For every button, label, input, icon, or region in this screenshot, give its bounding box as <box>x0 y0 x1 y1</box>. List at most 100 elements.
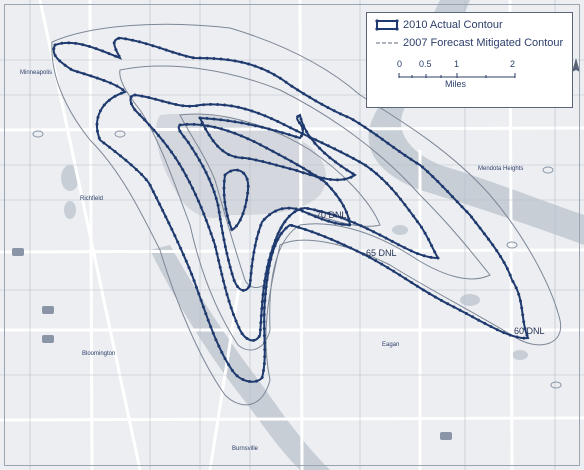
contour-vertex-marker <box>216 203 220 207</box>
contour-vertex-marker <box>137 40 141 44</box>
contour-vertex-marker <box>264 292 267 296</box>
contour-vertex-marker <box>301 166 305 170</box>
contour-vertex-marker <box>421 288 425 292</box>
contour-vertex-marker <box>502 331 506 335</box>
contour-vertex-marker <box>329 187 333 191</box>
contour-vertex-marker <box>495 328 499 332</box>
contour-vertex-marker <box>340 216 344 220</box>
contour-vertex-marker <box>278 76 282 80</box>
contour-vertex-marker <box>403 203 407 207</box>
contour-vertex-marker <box>114 48 118 52</box>
contour-vertex-marker <box>177 162 181 166</box>
contour-vertex-marker <box>178 123 182 127</box>
contour-vertex-marker <box>397 149 401 153</box>
contour-vertex-marker <box>248 380 252 383</box>
label-eagan: Eagan <box>382 342 399 348</box>
contour-vertex-marker <box>279 226 283 230</box>
contour-vertex-marker <box>307 212 311 216</box>
label-burnsville: Burnsville <box>232 446 259 452</box>
contour-vertex-marker <box>119 154 122 158</box>
contour-vertex-marker <box>253 64 257 68</box>
scale-tick-1: 1 <box>454 59 460 69</box>
minnesota-river <box>150 245 330 470</box>
contour-vertex-marker <box>487 237 490 241</box>
contour-vertex-marker <box>340 222 344 226</box>
contour-vertex-marker <box>95 76 99 80</box>
contour-vertex-marker <box>202 212 206 216</box>
contour-vertex-marker <box>276 237 280 241</box>
contour-vertex-marker <box>194 152 198 156</box>
contour-vertex-marker <box>223 173 227 177</box>
contour-vertex-marker <box>129 163 133 167</box>
contour-vertex-marker <box>345 210 348 214</box>
contour-vertex-marker <box>483 321 487 325</box>
contour-vertex-marker <box>114 54 118 58</box>
contour-vertex-marker <box>264 272 268 276</box>
contour-vertex-marker <box>140 94 144 98</box>
contour-vertex-marker <box>212 57 216 60</box>
contour-vertex-marker <box>261 160 265 163</box>
label-bloomington: Bloomington <box>82 351 115 357</box>
shield-62 <box>32 130 44 138</box>
contour-vertex-marker <box>192 279 196 283</box>
contour-vertex-marker <box>222 179 226 183</box>
contour-vertex-marker <box>369 129 373 133</box>
contour-vertex-marker <box>250 109 254 113</box>
contour-vertex-marker <box>108 145 111 149</box>
contour-vertex-marker <box>450 195 454 199</box>
contour-vertex-marker <box>326 211 330 215</box>
contour-vertex-marker <box>235 374 239 378</box>
contour-vertex-marker <box>186 140 190 144</box>
contour-vertex-marker <box>178 129 182 133</box>
contour-vertex-marker <box>339 150 343 154</box>
contour-vertex-marker <box>317 232 320 236</box>
contour-vertex-marker <box>323 151 327 155</box>
contour-vertex-marker <box>333 147 337 151</box>
contour-vertex-marker <box>101 49 105 53</box>
contour-vertex-marker <box>218 217 222 221</box>
contour-vertex-marker <box>259 321 263 325</box>
contour-vertex-marker <box>431 175 435 179</box>
contour-vertex-marker <box>74 41 78 45</box>
contour-vertex-marker <box>247 122 251 126</box>
contour-vertex-marker <box>242 171 246 175</box>
contour-vertex-marker <box>115 84 119 88</box>
legend-actual-row: 2010 Actual Contour <box>375 19 503 31</box>
contour-vertex-marker <box>58 59 62 63</box>
contour-vertex-marker <box>280 231 283 235</box>
shield-494b <box>42 335 54 343</box>
contour-vertex-marker <box>233 155 237 159</box>
contour-vertex-marker <box>206 124 210 128</box>
contour-vertex-marker <box>112 41 116 45</box>
contour-vertex-marker <box>394 192 398 196</box>
contour-vertex-marker <box>181 104 185 108</box>
contour-vertex-marker <box>96 115 100 119</box>
place-labels: Minneapolis Richfield Bloomington Eagan … <box>20 70 523 452</box>
contour-vertex-marker <box>157 134 160 137</box>
contour-vertex-marker <box>415 284 419 288</box>
contour-vertex-marker <box>336 240 340 244</box>
contour-vertex-marker <box>390 187 394 190</box>
contour-vertex-marker <box>410 281 413 284</box>
contour-vertex-marker <box>263 348 267 352</box>
contour-vertex-marker <box>262 327 266 331</box>
contour-vertex-marker <box>211 238 215 242</box>
contour-vertex-marker <box>204 127 208 131</box>
contour-vertex-marker <box>207 177 211 181</box>
contour-vertex-marker <box>521 313 525 317</box>
north-arrow-icon <box>572 58 580 72</box>
contour-vertex-marker <box>227 299 231 303</box>
contour-vertex-marker <box>207 133 211 137</box>
shield-35w <box>12 248 24 256</box>
contour-vertex-marker <box>204 218 208 222</box>
scale-unit-label: Miles <box>445 79 467 89</box>
contour-vertex-marker <box>211 331 215 335</box>
contour-vertex-marker <box>409 249 413 253</box>
contour-vertex-marker <box>320 210 324 213</box>
contour-vertex-marker <box>440 299 443 302</box>
contour-vertex-marker <box>329 178 332 181</box>
contour-vertex-marker <box>251 257 255 261</box>
contour-vertex-marker <box>202 103 206 107</box>
contour-vertex-marker <box>254 158 258 162</box>
contour-vertex-marker <box>190 146 194 150</box>
